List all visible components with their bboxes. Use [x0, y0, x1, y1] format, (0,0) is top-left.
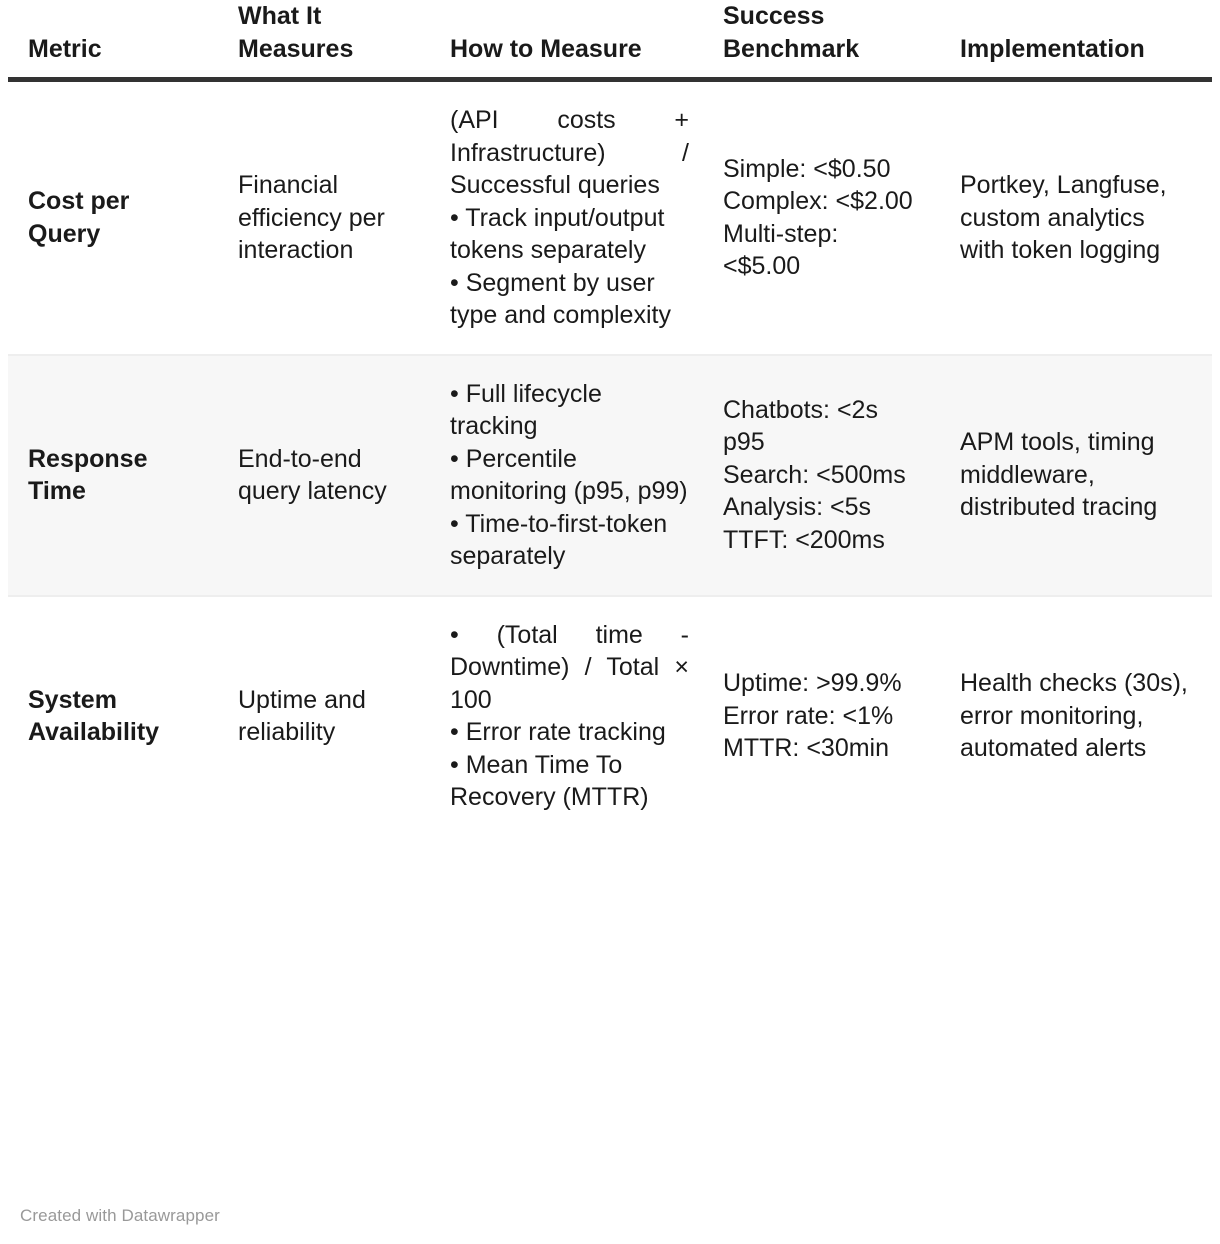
table-row: Cost per Query Financial efficiency per …	[8, 79, 1212, 356]
cell-metric: System Availability	[28, 685, 160, 747]
table-header: Metric What It Measures How to Measure S…	[8, 0, 1212, 82]
datawrapper-credit[interactable]: Created with Datawrapper	[20, 1206, 220, 1225]
table-header-row: Metric What It Measures How to Measure S…	[8, 0, 1212, 82]
benchmark-line: Analysis: <5s	[723, 493, 871, 522]
cell-implementation: Portkey, Langfuse, custom analytics with…	[940, 79, 1212, 356]
cell-implementation: Health checks (30s), error monitoring, a…	[960, 669, 1188, 763]
how-lead-text: • (Total time - Downtime) / Total × 100	[450, 620, 689, 714]
cell-how-to-measure: (API costs + Infrastructure) / Successfu…	[430, 79, 703, 356]
cell-implementation: APM tools, timing middleware, distribute…	[940, 354, 1212, 597]
how-bullet-item: • Error rate tracking	[450, 718, 666, 746]
cell-metric: Cost per Query	[8, 79, 218, 356]
how-bullet-item: • Segment by user type and complexity	[450, 268, 671, 330]
column-header-metric[interactable]: Metric	[8, 0, 218, 82]
metrics-table: Metric What It Measures How to Measure S…	[8, 0, 1212, 836]
cell-success-benchmark: Chatbots: <2s p95 Search: <500ms Analysi…	[703, 354, 940, 597]
benchmark-line: Error rate: <1%	[723, 701, 894, 730]
table-row: System Availability Uptime and reliabili…	[8, 596, 1212, 836]
column-header-success-benchmark[interactable]: Success Benchmark	[703, 0, 940, 82]
column-header-what-it-measures[interactable]: What It Measures	[218, 0, 430, 82]
cell-what-it-measures: End-to-end query latency	[218, 354, 430, 597]
benchmark-line: TTFT: <200ms	[723, 525, 885, 554]
benchmark-line: Simple: <$0.50	[723, 154, 891, 183]
column-header-implementation[interactable]: Implementation	[940, 0, 1212, 82]
how-bullet-item: • Mean Time To Recovery (MTTR)	[450, 750, 649, 812]
table-row: Response Time End-to-end query latency •…	[8, 354, 1212, 597]
cell-how-to-measure: • (Total time - Downtime) / Total × 100 …	[430, 596, 703, 836]
how-bullet-item: • Track input/output tokens separately	[450, 203, 665, 265]
cell-what-it-measures: Financial efficiency per interaction	[218, 79, 430, 356]
table-body: Cost per Query Financial efficiency per …	[8, 79, 1212, 836]
how-bullet-item: • Percentile monitoring (p95, p99)	[450, 444, 688, 506]
cell-success-benchmark: Uptime: >99.9% Error rate: <1% MTTR: <30…	[703, 596, 940, 836]
column-header-how-to-measure[interactable]: How to Measure	[430, 0, 703, 82]
cell-success-benchmark: Simple: <$0.50 Complex: <$2.00 Multi-ste…	[703, 79, 940, 356]
how-bullet-item: • Time-to-first-token separately	[450, 509, 668, 571]
benchmark-line: Chatbots: <2s p95	[723, 395, 878, 457]
cell-how-to-measure: • Full lifecycle tracking • Percentile m…	[430, 354, 703, 597]
cell-what-it-measures: Uptime and reliability	[238, 685, 366, 747]
benchmark-line: Multi-step: <$5.00	[723, 219, 839, 281]
benchmark-line: Uptime: >99.9%	[723, 669, 902, 698]
benchmark-line: Search: <500ms	[723, 460, 906, 489]
benchmark-line: MTTR: <30min	[723, 734, 890, 763]
how-lead-text: (API costs + Infrastructure) / Successfu…	[450, 106, 689, 199]
benchmark-line: Complex: <$2.00	[723, 187, 913, 216]
how-bullet-item: • Full lifecycle tracking	[450, 379, 602, 441]
cell-metric: Response Time	[8, 354, 218, 597]
